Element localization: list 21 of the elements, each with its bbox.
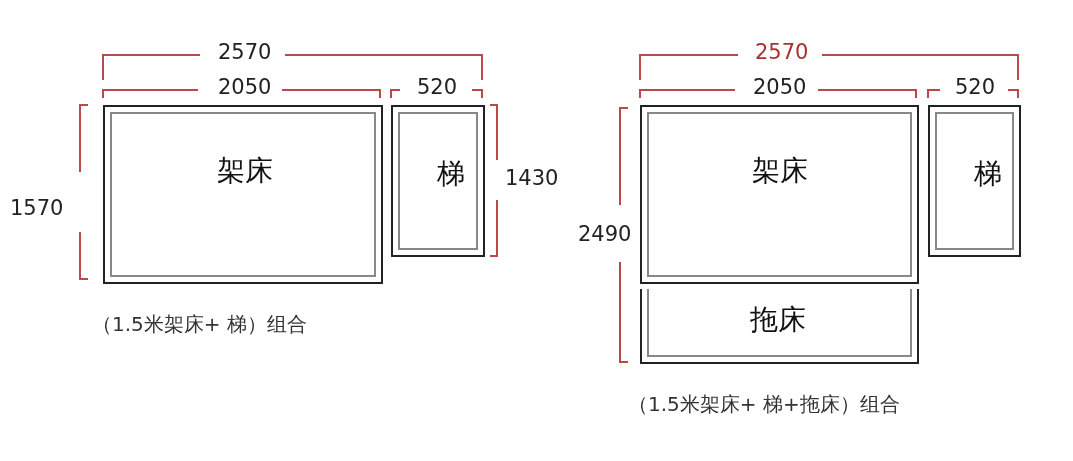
caption: （1.5米架床+ 梯+拖床）组合 [628, 394, 900, 414]
dimension-value: 1430 [505, 168, 559, 189]
part-name: 拖床 [750, 302, 806, 338]
ladder-outline [928, 105, 1021, 257]
dimension-value: 2570 [755, 42, 809, 63]
part-name: 架床 [752, 153, 808, 189]
part-name: 架床 [217, 153, 273, 189]
dimension-value: 2490 [578, 224, 632, 245]
ladder-outline [391, 105, 485, 257]
dimension-value: 520 [417, 77, 458, 98]
dimension-value: 2050 [218, 77, 272, 98]
dimension-value: 2570 [218, 42, 272, 63]
part-name: 梯 [437, 156, 465, 192]
dimension-value: 1570 [10, 198, 64, 219]
dimension-value: 520 [955, 77, 996, 98]
caption: （1.5米架床+ 梯）组合 [92, 314, 307, 334]
bed-outline [103, 105, 383, 284]
bed-outline [640, 289, 919, 364]
part-name: 梯 [974, 156, 1002, 192]
dimension-value: 2050 [753, 77, 807, 98]
bed-outline [640, 105, 919, 284]
